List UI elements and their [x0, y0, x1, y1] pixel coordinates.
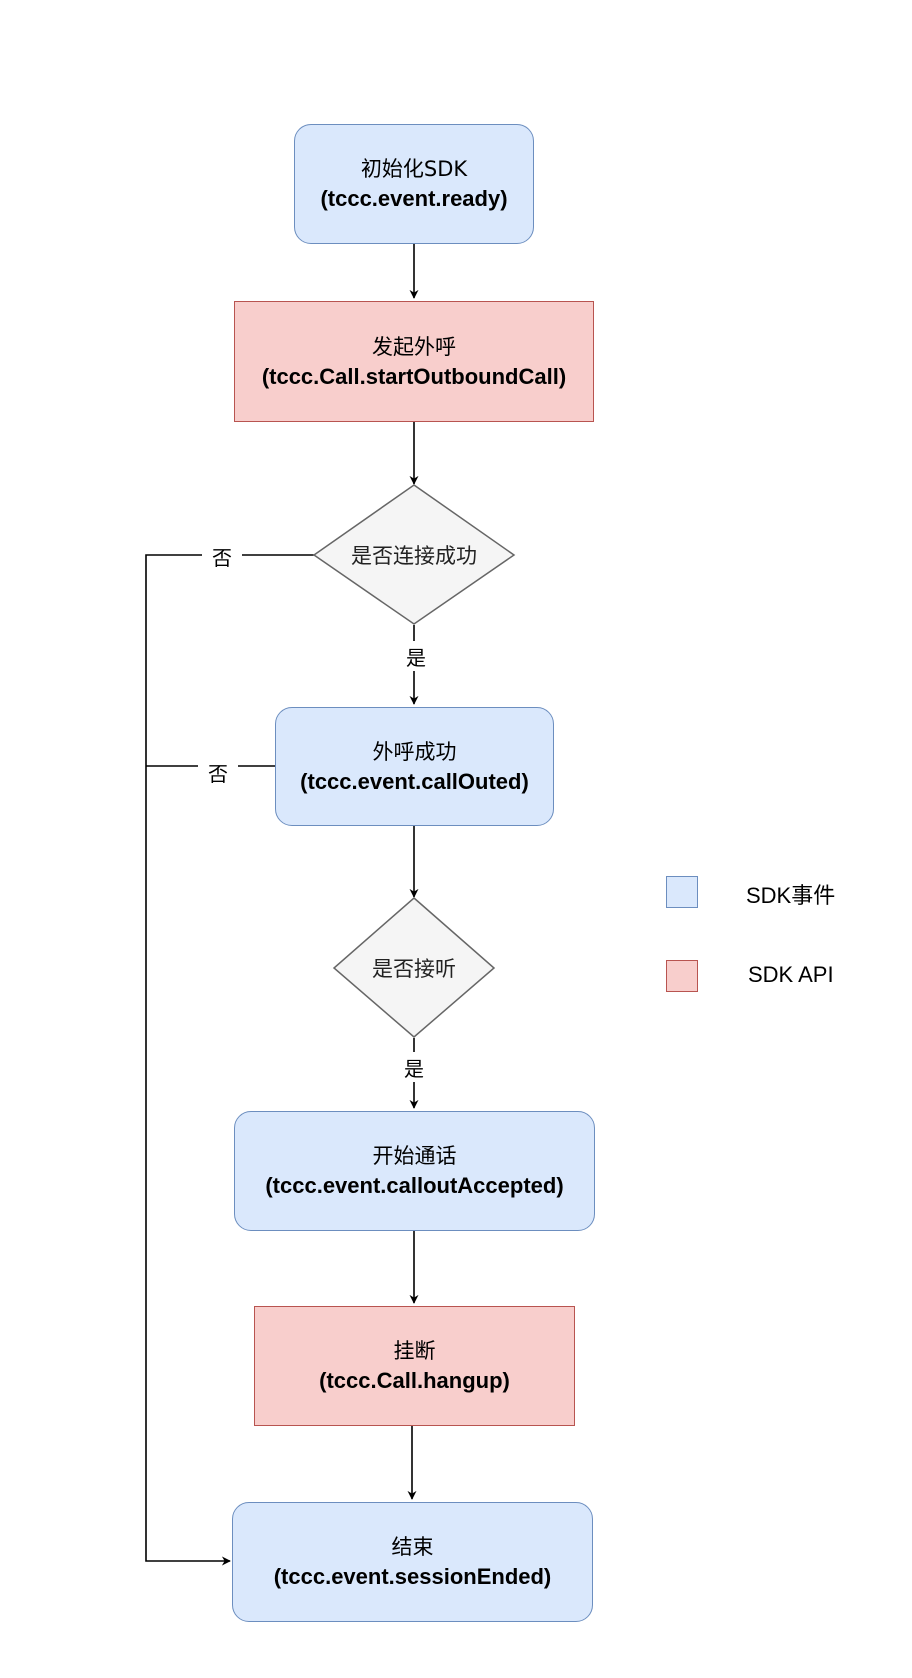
node-code: (tccc.event.sessionEnded): [273, 1564, 552, 1589]
decision-answer-label: 是否接听: [372, 957, 456, 981]
node-init-sdk: 初始化SDK (tccc.event.ready): [294, 124, 534, 244]
edge-label-no: 否: [202, 541, 242, 571]
node-session-ended: 结束 (tccc.event.sessionEnded): [232, 1502, 593, 1622]
node-code: (tccc.Call.startOutboundCall): [261, 363, 567, 389]
node-code: (tccc.event.callOuted): [300, 768, 529, 794]
edge-label-yes: 是: [394, 1052, 434, 1082]
edge-label-yes: 是: [396, 641, 436, 671]
legend-label-event: SDK事件: [746, 883, 836, 908]
decision-connect-shape: [312, 484, 516, 625]
node-title: 挂断: [393, 1339, 436, 1363]
edge-label-no: 否: [198, 757, 238, 787]
node-code: (tccc.Call.hangup): [319, 1368, 510, 1393]
node-call-outed: 外呼成功 (tccc.event.callOuted): [275, 707, 554, 826]
node-title: 初始化SDK: [360, 157, 468, 181]
node-hangup: 挂断 (tccc.Call.hangup): [254, 1306, 575, 1426]
node-code: (tccc.event.calloutAccepted): [265, 1173, 564, 1198]
node-callout-accepted: 开始通话 (tccc.event.calloutAccepted): [234, 1111, 595, 1231]
legend-swatch-event: [666, 876, 698, 908]
node-title: 发起外呼: [372, 334, 456, 359]
legend-label-api: SDK API: [748, 962, 834, 987]
node-title: 结束: [391, 1535, 434, 1559]
node-code: (tccc.event.ready): [320, 186, 508, 211]
node-title: 外呼成功: [372, 739, 457, 764]
node-title: 开始通话: [372, 1144, 457, 1168]
node-start-outbound-call: 发起外呼 (tccc.Call.startOutboundCall): [234, 301, 594, 422]
decision-answer-shape: [332, 897, 496, 1038]
legend-swatch-api: [666, 960, 698, 992]
decision-connect-label: 是否连接成功: [351, 544, 477, 568]
